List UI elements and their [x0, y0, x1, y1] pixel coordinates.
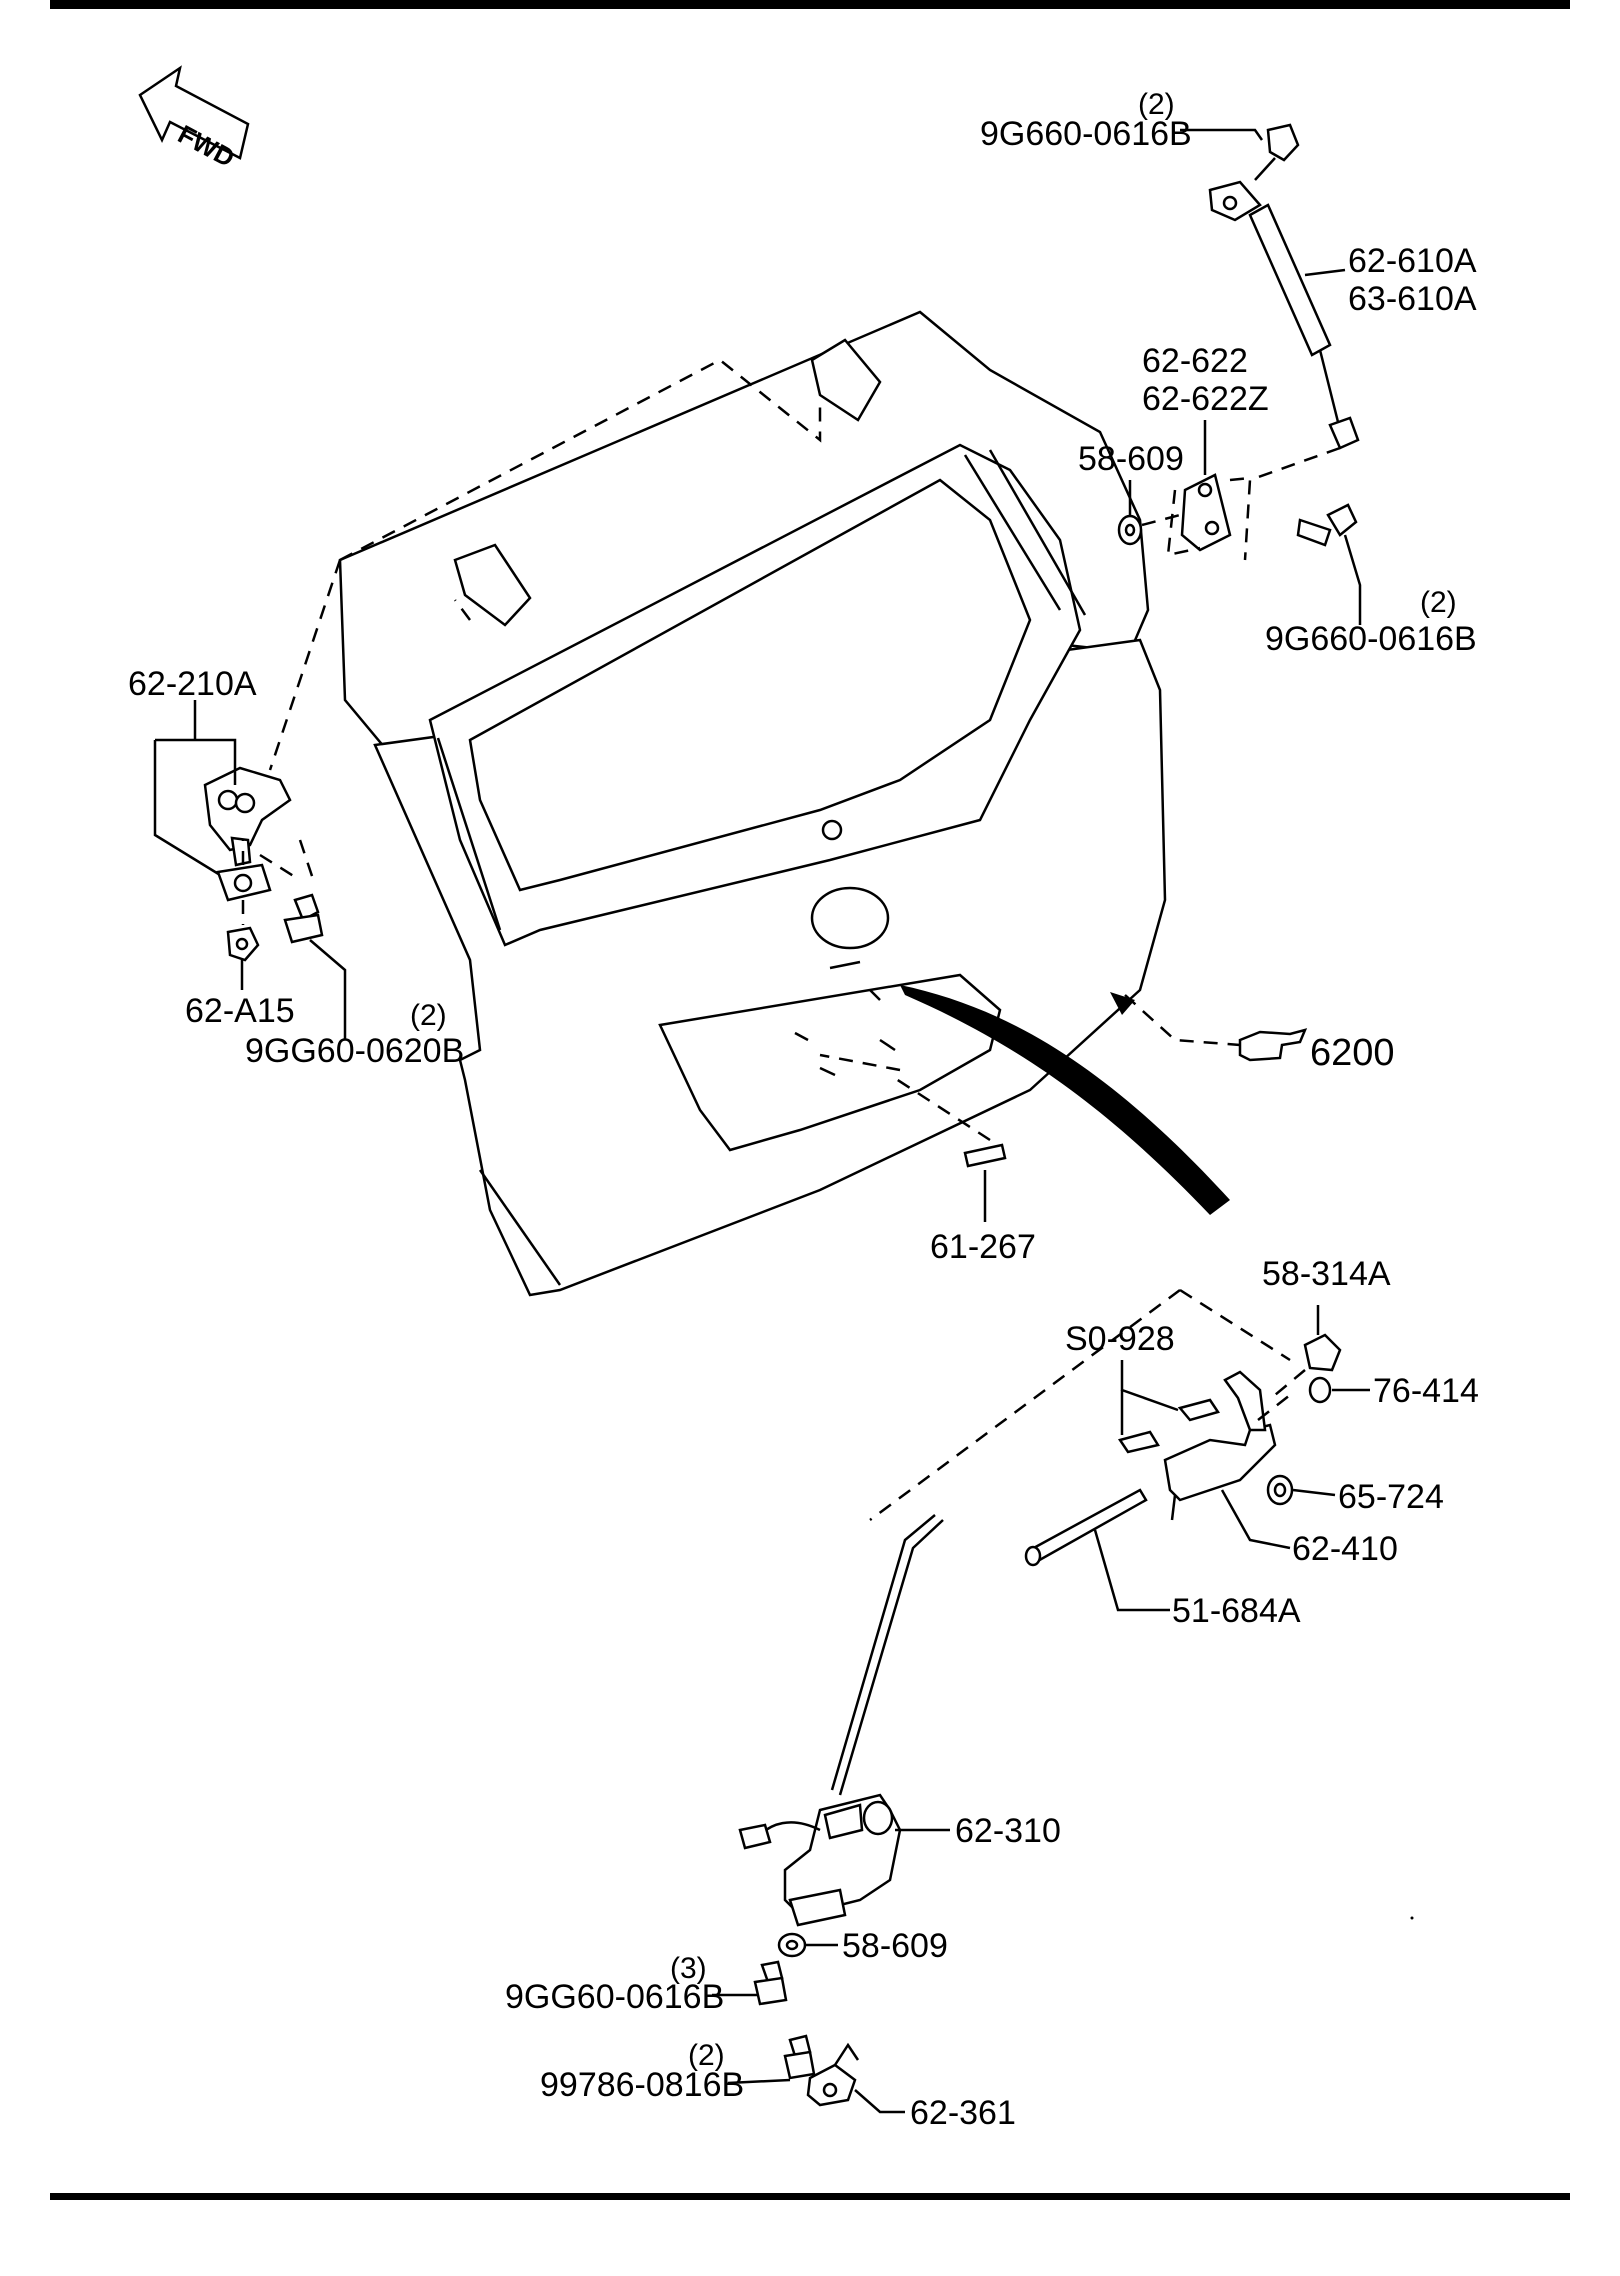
p1-part-number: 9G660-0616B — [980, 115, 1192, 153]
liftgate-panel — [338, 310, 1167, 1297]
p2-part-number: 62-610A — [1348, 242, 1477, 280]
p2-alt-number: 63-610A — [1348, 280, 1477, 318]
p16-part-number: 62-310 — [955, 1812, 1061, 1850]
p8-part-number: 9GG60-0620B — [245, 1032, 464, 1070]
top-rule — [50, 0, 1570, 9]
p9-part-number: 61-267 — [930, 1228, 1036, 1266]
p12-part-number: 76-414 — [1373, 1372, 1479, 1410]
p11-part-number: S0-928 — [1065, 1320, 1175, 1358]
nut-icon — [226, 926, 260, 962]
pad-icon — [1177, 1398, 1220, 1422]
p3-alt-number: 62-622Z — [1142, 380, 1269, 418]
curved-detail-arrow — [900, 985, 1230, 1215]
p13-part-number: 65-724 — [1338, 1478, 1444, 1516]
p10-part-number: 58-314A — [1262, 1255, 1391, 1293]
p17-part-number: 58-609 — [842, 1927, 948, 1965]
switch-icon — [806, 2042, 860, 2107]
p18-part-number: 9GG60-0616B — [505, 1978, 724, 2016]
p15-part-number: 51-684A — [1172, 1592, 1301, 1630]
p4-part-number: 58-609 — [1078, 440, 1184, 478]
p20-part-number: 62-361 — [910, 2094, 1016, 2132]
p1-qty: (2) — [1138, 88, 1175, 121]
p8-qty: (2) — [410, 999, 447, 1032]
bottom-rule — [50, 2193, 1570, 2200]
ref-6200-label: 6200 — [1310, 1032, 1395, 1074]
pad-icon — [1117, 1430, 1160, 1454]
p3-part-number: 62-622 — [1142, 342, 1248, 380]
door-latch — [738, 1793, 902, 1927]
clip-icon — [1303, 1333, 1342, 1372]
hand-pointer-icon — [1238, 1028, 1308, 1062]
strut-bracket — [1166, 473, 1251, 557]
p14-part-number: 62-410 — [1292, 1530, 1398, 1568]
spring-icon — [1266, 1474, 1294, 1506]
p6-part-number: 62-210A — [128, 665, 257, 703]
label-plate — [963, 1143, 1007, 1168]
washer-icon — [1308, 1376, 1332, 1404]
bolt-icon — [1296, 503, 1358, 547]
fwd-arrow: FWD — [138, 65, 250, 173]
gas-strut — [1208, 123, 1360, 450]
liftgate-hinge — [203, 766, 292, 867]
handle-lever — [1163, 1370, 1277, 1521]
p5-part-number: 9G660-0616B — [1265, 620, 1477, 658]
p7-part-number: 62-A15 — [185, 992, 295, 1030]
bolt-icon — [783, 2034, 816, 2080]
bolt-icon — [283, 893, 324, 944]
p19-qty: (2) — [688, 2039, 725, 2072]
p18-qty: (3) — [670, 1952, 707, 1985]
pin-rod — [1028, 1488, 1148, 1564]
bolt-icon — [753, 1960, 788, 2006]
p5-qty: (2) — [1420, 586, 1457, 619]
p19-part-number: 99786-0816B — [540, 2066, 744, 2104]
